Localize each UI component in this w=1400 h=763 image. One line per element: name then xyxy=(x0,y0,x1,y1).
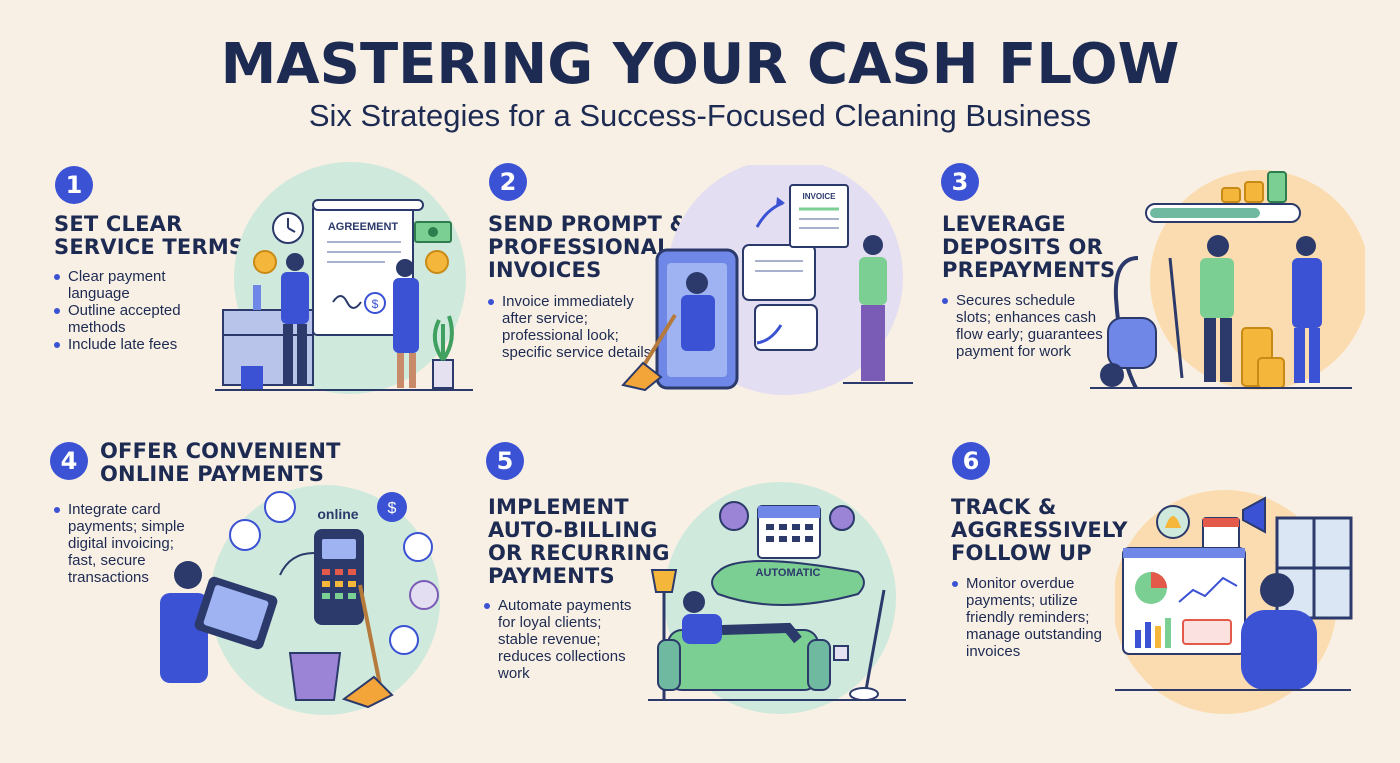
svg-text:$: $ xyxy=(372,297,379,311)
automatic-label: AUTOMATIC xyxy=(756,567,821,579)
bullet-item: Automate payments for loyal clients; sta… xyxy=(484,597,644,682)
page-subtitle: Six Strategies for a Success-Focused Cle… xyxy=(308,98,1092,133)
agreement-label: AGREEMENT xyxy=(328,221,399,233)
progress-fill xyxy=(1150,208,1260,218)
strategy-bullets: Integrate card payments; simple digital … xyxy=(54,501,204,586)
invoice-illustration: INVOICE xyxy=(621,165,913,395)
bullet-item: Include late fees xyxy=(54,336,204,353)
bullet-item: Integrate card payments; simple digital … xyxy=(54,501,204,586)
strategy-bullets: Invoice immediately after service; profe… xyxy=(488,293,653,361)
auto-billing-illustration: AUTOMATIC xyxy=(648,482,906,714)
tracking-illustration xyxy=(1115,490,1353,714)
agreement-illustration: AGREEMENT $ xyxy=(215,162,473,394)
strategy-bullets: Secures schedule slots; enhances cash fl… xyxy=(942,292,1107,360)
bullet-item: Invoice immediately after service; profe… xyxy=(488,293,653,361)
step-number-badge: 2 xyxy=(489,163,527,201)
page-title: MASTERING YOUR CASH FLOW xyxy=(220,32,1180,97)
strategy-bullets: Monitor overdue payments; utilize friend… xyxy=(952,575,1102,660)
invoice-label: INVOICE xyxy=(803,192,837,201)
deposit-illustration xyxy=(1090,170,1365,390)
step-number-badge: 4 xyxy=(50,442,88,480)
bullet-item: Secures schedule slots; enhances cash fl… xyxy=(942,292,1107,360)
bullet-item: Clear payment language xyxy=(54,268,204,302)
strategy-bullets: Automate payments for loyal clients; sta… xyxy=(484,597,644,682)
strategy-bullets: Clear payment language Outline accepted … xyxy=(54,268,204,353)
step-number-badge: 1 xyxy=(55,166,93,204)
bullet-item: Outline accepted methods xyxy=(54,302,204,336)
step-number-badge: 6 xyxy=(952,442,990,480)
bullet-item: Monitor overdue payments; utilize friend… xyxy=(952,575,1102,660)
online-payment-illustration: $ online xyxy=(160,485,440,715)
step-number-badge: 3 xyxy=(941,163,979,201)
svg-text:$: $ xyxy=(388,500,397,517)
step-number-badge: 5 xyxy=(486,442,524,480)
online-label: online xyxy=(317,506,358,522)
